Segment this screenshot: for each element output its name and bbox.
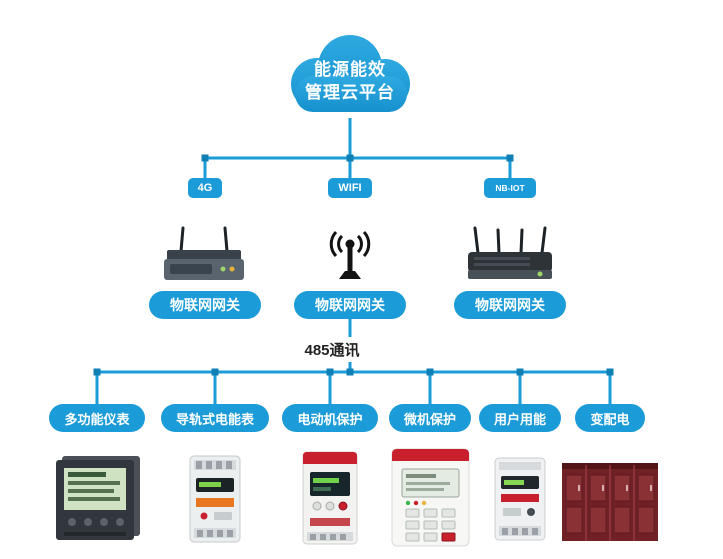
cloud-title-line2: 管理云平台 <box>305 83 395 102</box>
junction-nodes <box>93 154 614 376</box>
gateway-label-1: 物联网网关 <box>149 291 261 319</box>
badge-4g: 4G <box>188 178 222 198</box>
device-label-user-energy: 用户用能 <box>479 404 561 432</box>
cloud-platform-title: 能源能效 管理云平台 <box>275 58 425 104</box>
power-distribution-cabinet-image <box>562 463 658 541</box>
wifi-antenna-image <box>329 230 371 279</box>
gateway-label-2: 物联网网关 <box>294 291 406 319</box>
device-label-din-rail-meter: 导轨式电能表 <box>161 404 269 432</box>
bus-485-label: 485通讯 <box>296 337 368 362</box>
user-energy-meter-image <box>494 457 546 541</box>
4g-router-image <box>164 226 244 280</box>
device-label-multifunction-meter: 多功能仪表 <box>49 404 145 432</box>
nbiot-router-image <box>468 226 552 279</box>
cloud-title-line1: 能源能效 <box>314 60 386 79</box>
device-label-motor-protection: 电动机保护 <box>282 404 378 432</box>
badge-wifi: WIFI <box>328 178 372 198</box>
device-label-power-distribution: 变配电 <box>575 404 645 432</box>
device-label-micro-protection: 微机保护 <box>389 404 471 432</box>
gateway-label-3: 物联网网关 <box>454 291 566 319</box>
din-rail-energy-meter-image <box>189 455 241 543</box>
cloud-icon <box>291 35 410 112</box>
microcomputer-protection-image <box>391 448 470 547</box>
badge-nb-iot: NB-IOT <box>484 178 536 198</box>
motor-protection-image <box>302 451 358 545</box>
multifunction-meter-image <box>56 456 140 540</box>
